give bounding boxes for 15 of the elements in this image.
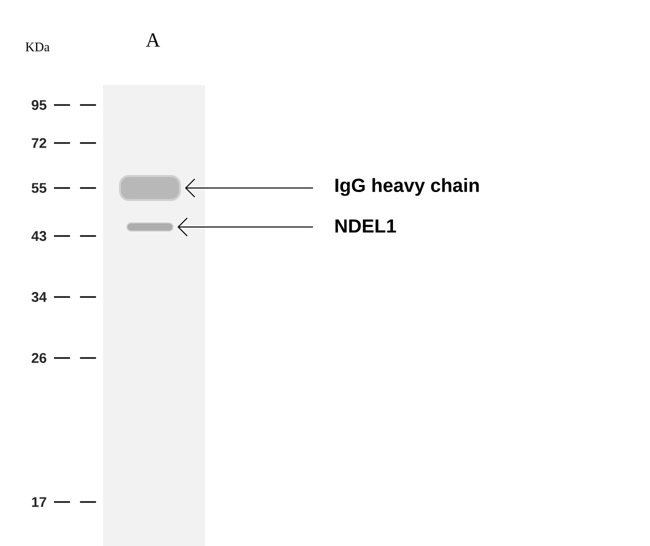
protein-band [126,222,174,232]
marker-label: 43 [31,231,46,241]
marker-label: 26 [32,353,46,363]
arrow [185,178,314,198]
arrow [178,218,314,236]
marker-label: 17 [32,497,46,507]
marker-label: 72 [32,138,46,148]
marker-label: 34 [32,292,47,302]
lane-label: A [146,33,160,47]
marker-label: 95 [32,100,46,110]
band-label: IgG heavy chain [335,178,479,196]
protein-band [119,175,181,201]
axis-label: KDa [26,42,50,52]
band-label: NDEL1 [335,219,396,233]
marker-label: 55 [32,183,46,193]
